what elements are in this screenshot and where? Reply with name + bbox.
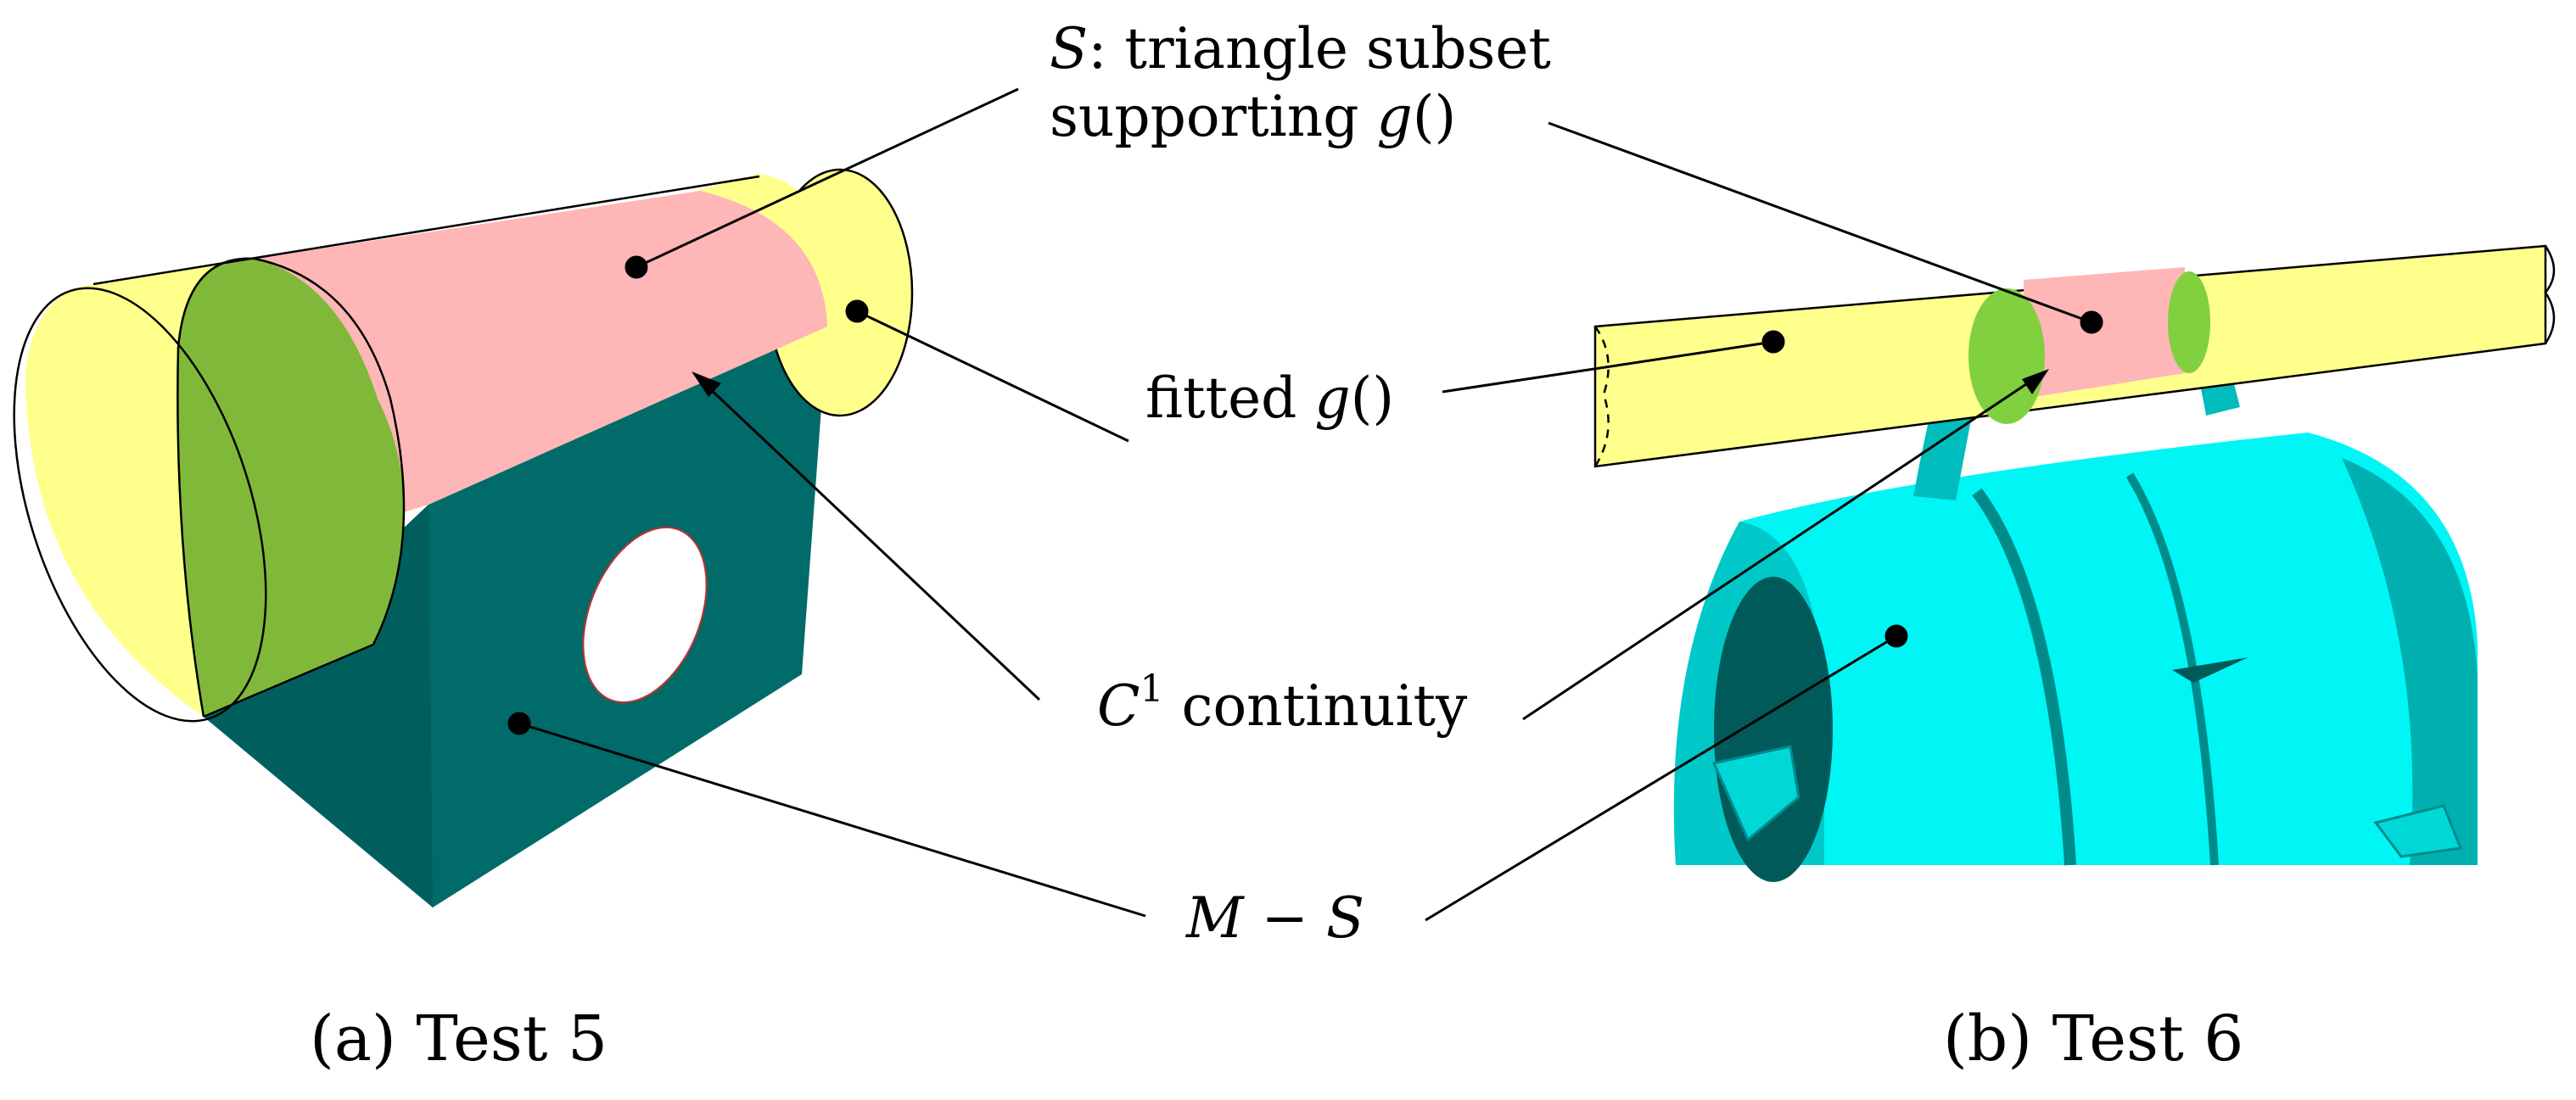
cylinder-top-edge <box>92 175 760 286</box>
caption-test6: (b) Test 6 <box>1943 1002 2243 1075</box>
cyan-part-body <box>1673 433 2478 865</box>
arrow-c1-right <box>2022 369 2049 394</box>
labels: S: triangle subset supporting g() fitted… <box>310 16 2243 1075</box>
dot-ms-right <box>1884 624 1908 648</box>
dot-s-left <box>624 255 648 279</box>
pipe-left-end <box>1593 326 1610 467</box>
label-m-minus-s: M − S <box>1185 885 1364 951</box>
cylinder-yellow-right <box>696 174 843 416</box>
leader-s-left <box>636 87 1019 269</box>
cyan-part-groove-2 <box>2125 472 2219 866</box>
cyan-part-fin <box>1711 745 1800 842</box>
arrow-c1-left <box>692 371 721 397</box>
cyan-part-opening <box>1714 577 1833 882</box>
label-s-line2: supporting g() <box>1050 84 1456 149</box>
box-hole <box>582 526 708 704</box>
annotations <box>507 87 2103 922</box>
cyan-part-notch <box>2172 657 2248 683</box>
dot-g-right <box>1761 330 1785 354</box>
test5-model <box>13 168 914 907</box>
cyan-part-shade-right <box>2342 458 2478 865</box>
leader-c1-left <box>703 382 1041 701</box>
label-fitted-g: fitted g() <box>1145 366 1394 431</box>
test6-model <box>1593 244 2556 882</box>
pipe-blend-left <box>1968 288 2045 424</box>
blend-region <box>177 258 405 718</box>
leader-g-right <box>1442 340 1774 394</box>
label-c1-continuity: C1 continuity <box>1097 667 1468 739</box>
pipe-blend-right <box>2168 271 2210 373</box>
blend-outline <box>176 257 406 718</box>
dot-ms-left <box>507 712 531 735</box>
label-s-line1: S: triangle subset <box>1050 16 1551 81</box>
leader-ms-right <box>1425 634 1897 922</box>
leader-ms-left <box>518 722 1146 918</box>
cyan-part-groove-1 <box>1972 488 2076 866</box>
cyan-part-fin-2 <box>2373 804 2463 858</box>
dot-s-right <box>2080 310 2103 334</box>
cylinder-bottom-edge <box>203 643 374 718</box>
cylinder-left-cap <box>13 287 267 723</box>
caption-test5: (a) Test 5 <box>310 1002 608 1075</box>
pipe-right-end <box>2544 245 2556 344</box>
pipe-subset-s <box>2024 267 2185 399</box>
leader-c1-right <box>1522 376 2037 721</box>
leader-s-right <box>1548 121 2092 324</box>
dot-g-left <box>845 299 869 323</box>
leader-g-left <box>856 310 1129 443</box>
